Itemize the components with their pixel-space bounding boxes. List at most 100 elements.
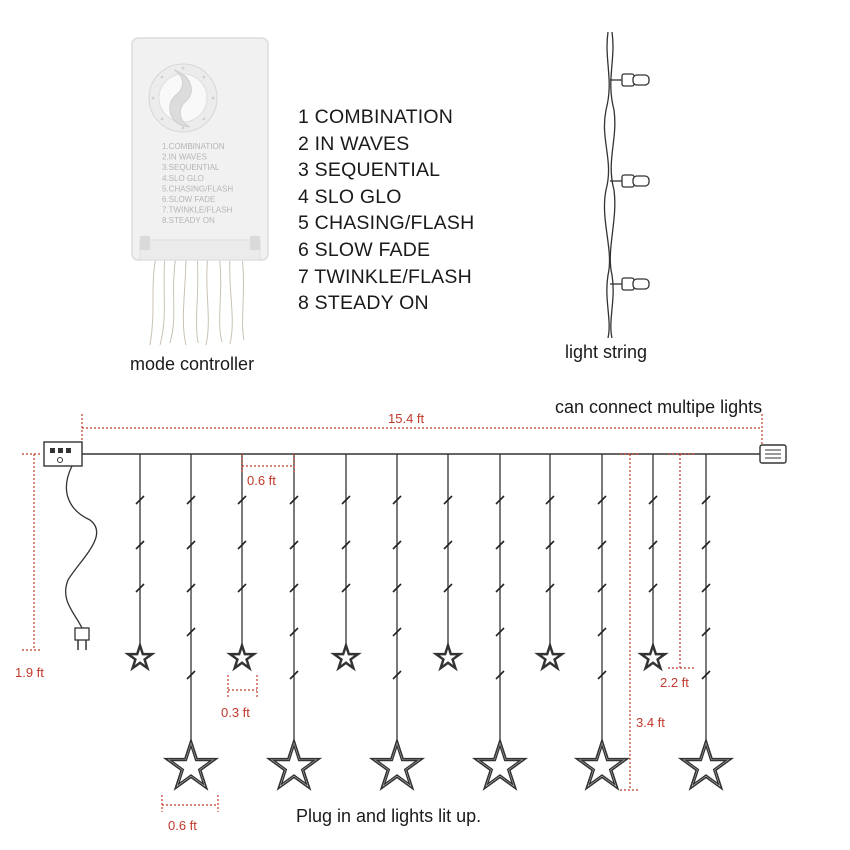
mini-bulb <box>392 540 402 550</box>
strand <box>680 454 731 789</box>
mini-bulb <box>289 670 299 680</box>
mode-list: 1 COMBINATION 2 IN WAVES 3 SEQUENTIAL 4 … <box>298 104 474 317</box>
mode-item: 4 SLO GLO <box>298 185 402 208</box>
controller-mode-label: 4.SLO GLO <box>162 174 204 183</box>
strand <box>576 454 627 789</box>
controller-mode-label: 3.SEQUENTIAL <box>162 163 220 172</box>
strand <box>229 454 256 669</box>
mini-bulb <box>545 583 555 593</box>
mode-dial-icon[interactable] <box>148 63 218 133</box>
small-star-dimension <box>227 675 258 698</box>
mini-bulb <box>186 495 196 505</box>
mini-bulb <box>341 583 351 593</box>
mini-bulb <box>341 495 351 505</box>
mini-bulb <box>135 583 145 593</box>
end-connector-icon[interactable] <box>759 444 787 464</box>
curtain-diagram: 15.4 ft 1.9 ft <box>15 411 787 833</box>
controller-mode-label: 5.CHASING/FLASH <box>162 184 233 193</box>
bulb-icon <box>609 277 650 291</box>
mini-bulb <box>135 540 145 550</box>
controller-caption: mode controller <box>130 354 255 374</box>
bulb-icon <box>609 174 650 188</box>
mini-bulb <box>648 583 658 593</box>
mini-bulb <box>392 583 402 593</box>
large-star-icon <box>371 740 422 789</box>
short-drop-dimension <box>668 453 694 669</box>
large-star-icon <box>165 740 216 789</box>
connect-note: can connect multipe lights <box>555 397 763 417</box>
strand <box>474 454 525 789</box>
mini-bulb <box>495 583 505 593</box>
long-drop-label: 3.4 ft <box>636 715 665 730</box>
controller-mode-label: 2.IN WAVES <box>162 153 207 162</box>
mode-item: 7 TWINKLE/FLASH <box>298 265 472 288</box>
mini-bulb <box>237 495 247 505</box>
large-star-icon <box>474 740 525 789</box>
small-star-icon <box>537 644 564 669</box>
mini-bulb <box>289 627 299 637</box>
strand <box>268 454 319 789</box>
curtain-strands <box>127 454 732 789</box>
mini-bulb <box>443 540 453 550</box>
controller-mode-label: 6.SLOW FADE <box>162 195 215 204</box>
mini-bulb <box>289 540 299 550</box>
spacing-label: 0.6 ft <box>247 473 276 488</box>
mini-bulb <box>289 495 299 505</box>
short-drop-label: 2.2 ft <box>660 675 689 690</box>
lead-length-label: 1.9 ft <box>15 665 44 680</box>
light-string <box>603 31 650 339</box>
mini-bulb <box>495 540 505 550</box>
mini-bulb <box>701 495 711 505</box>
controller-mode-label: 7.TWINKLE/FLASH <box>162 206 232 215</box>
mini-bulb <box>443 583 453 593</box>
small-star-icon <box>640 644 667 669</box>
large-star-icon <box>576 740 627 789</box>
mini-bulb <box>392 670 402 680</box>
controller-mode-label: 8.STEADY ON <box>162 216 215 225</box>
mode-item: 3 SEQUENTIAL <box>298 159 441 182</box>
strand <box>333 454 360 669</box>
mini-bulb <box>186 670 196 680</box>
small-star-icon <box>127 644 154 669</box>
controller-mode-label: 1.COMBINATION <box>162 142 225 151</box>
light-string-caption: light string <box>565 342 648 362</box>
mode-item: 1 COMBINATION <box>298 106 454 128</box>
mini-bulb <box>597 495 607 505</box>
plug-icon <box>43 441 98 650</box>
strand <box>640 454 667 669</box>
strand <box>371 454 422 789</box>
mode-item: 5 CHASING/FLASH <box>298 212 475 235</box>
mini-bulb <box>597 670 607 680</box>
mini-bulb <box>495 627 505 637</box>
total-length-label: 15.4 ft <box>388 411 425 426</box>
mini-bulb <box>392 627 402 637</box>
mini-bulb <box>495 495 505 505</box>
mini-bulb <box>135 495 145 505</box>
large-star-dimension <box>161 795 219 812</box>
mini-bulb <box>495 670 505 680</box>
strand <box>127 454 154 669</box>
small-star-icon <box>435 644 462 669</box>
large-star-icon <box>680 740 731 789</box>
small-star-icon <box>333 644 360 669</box>
strand <box>537 454 564 669</box>
mini-bulb <box>237 583 247 593</box>
mini-bulb <box>186 540 196 550</box>
long-drop-dimension <box>620 453 640 791</box>
mini-bulb <box>648 495 658 505</box>
mini-bulb <box>701 583 711 593</box>
mini-bulb <box>341 540 351 550</box>
mini-bulb <box>186 627 196 637</box>
mini-bulb <box>648 540 658 550</box>
mini-bulb <box>545 540 555 550</box>
mini-bulb <box>237 540 247 550</box>
small-star-width-label: 0.3 ft <box>221 705 250 720</box>
mini-bulb <box>597 627 607 637</box>
large-star-width-label: 0.6 ft <box>168 818 197 833</box>
small-star-icon <box>229 644 256 669</box>
mini-bulb <box>392 495 402 505</box>
large-star-icon <box>268 740 319 789</box>
mini-bulb <box>545 495 555 505</box>
